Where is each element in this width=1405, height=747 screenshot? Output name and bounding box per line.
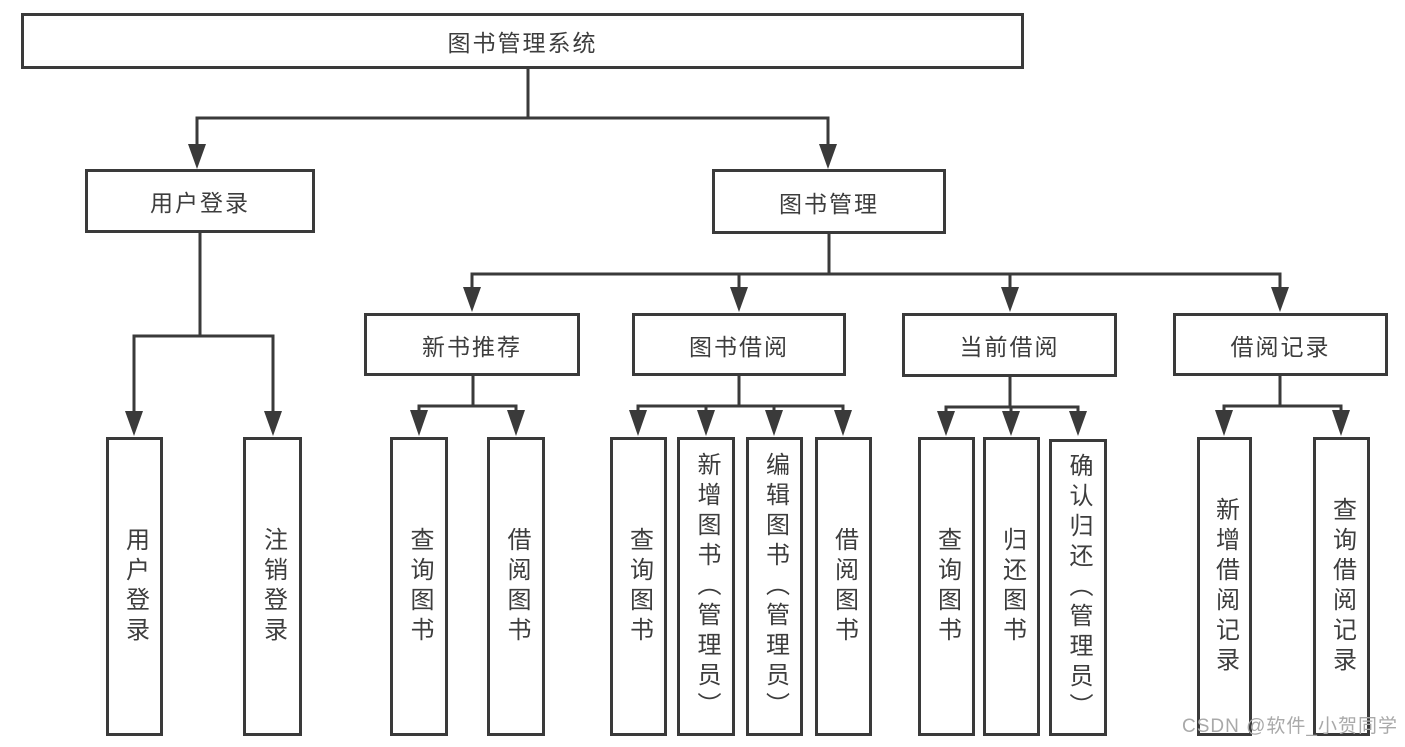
node-leaf-query-book-2: 查询图书 xyxy=(610,437,667,736)
node-leaf-return-book: 归还图书 xyxy=(983,437,1040,736)
node-root-system: 图书管理系统 xyxy=(21,13,1024,69)
node-borrow-record: 借阅记录 xyxy=(1173,313,1388,376)
connector-book-management xyxy=(463,232,1289,312)
node-leaf-edit-book-admin: 编辑图书（管理员） xyxy=(746,437,803,736)
csdn-watermark: CSDN @软件_小贺同学 xyxy=(1182,716,1398,737)
node-leaf-confirm-return-admin: 确认归还（管理员） xyxy=(1049,439,1107,736)
node-user-login: 用户登录 xyxy=(85,169,315,233)
node-leaf-query-book-3: 查询图书 xyxy=(918,437,975,736)
node-leaf-query-borrow-record: 查询借阅记录 xyxy=(1313,437,1370,736)
node-leaf-user-login: 用户登录 xyxy=(106,437,163,736)
node-book-management: 图书管理 xyxy=(712,169,946,234)
node-leaf-borrow-book-1: 借阅图书 xyxy=(487,437,545,736)
node-current-borrow: 当前借阅 xyxy=(902,313,1117,377)
node-leaf-add-borrow-record: 新增借阅记录 xyxy=(1197,437,1252,736)
node-leaf-logout: 注销登录 xyxy=(243,437,302,736)
connector-user-login xyxy=(125,231,282,436)
node-leaf-query-book-1: 查询图书 xyxy=(390,437,448,736)
connector-book-borrow xyxy=(629,374,852,436)
node-book-borrow: 图书借阅 xyxy=(632,313,846,376)
connector-root xyxy=(188,67,837,169)
node-leaf-add-book-admin: 新增图书（管理员） xyxy=(677,437,735,736)
node-leaf-borrow-book-2: 借阅图书 xyxy=(815,437,872,736)
connector-new-book xyxy=(410,374,525,436)
node-new-book-recommend: 新书推荐 xyxy=(364,313,580,376)
connector-borrow-record xyxy=(1215,374,1350,436)
connector-current-borrow xyxy=(937,375,1087,436)
